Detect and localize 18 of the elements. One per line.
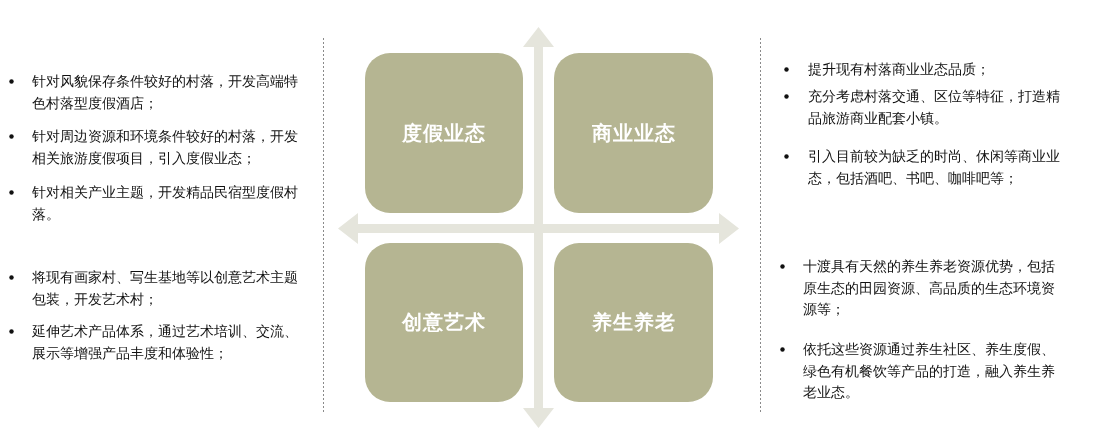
quadrant-box [554,243,713,402]
quadrant-box [554,53,713,213]
quadrant-title: 商业业态 [591,119,676,147]
bullet-text: 针对相关产业主题，开发精品民宿型度假村落。 [32,183,299,224]
bullet-text: 十渡具有天然的养生养老资源优势，包括原生态的田园资源、高品质的生态环境资源等； [803,257,1056,320]
bullet-text: 针对风貌保存条件较好的村落，开发高端特色村落型度假酒店； [32,72,299,113]
bullet-text: 依托这些资源通过养生社区、养生度假、绿色有机餐饮等产品的打造，融入养生养老业态。 [803,340,1056,403]
bullet-text: 针对周边资源和环境条件较好的村落，开发相关旅游度假项目，引入度假业态； [32,127,299,168]
bullet-text: 提升现有村落商业业态品质； [808,60,991,79]
quadrant-box [365,53,523,213]
bullet-text: 延伸艺术产品体系，通过艺术培训、交流、展示等增强产品丰度和体验性； [32,322,299,363]
bullet-text: 将现有画家村、写生基地等以创意艺术主题包装，开发艺术村； [32,268,299,309]
bullet-text: 引入目前较为缺乏的时尚、休闲等商业业态，包括酒吧、书吧、咖啡吧等； [808,147,1061,188]
quadrant-title: 创意艺术 [402,309,486,336]
quadrant-box [365,243,523,402]
bullet-text: 充分考虑村落交通、区位等特征，打造精品旅游商业配套小镇。 [808,87,1061,128]
quadrant-title: 度假业态 [402,119,486,147]
quadrant-title: 养生养老 [591,309,676,336]
